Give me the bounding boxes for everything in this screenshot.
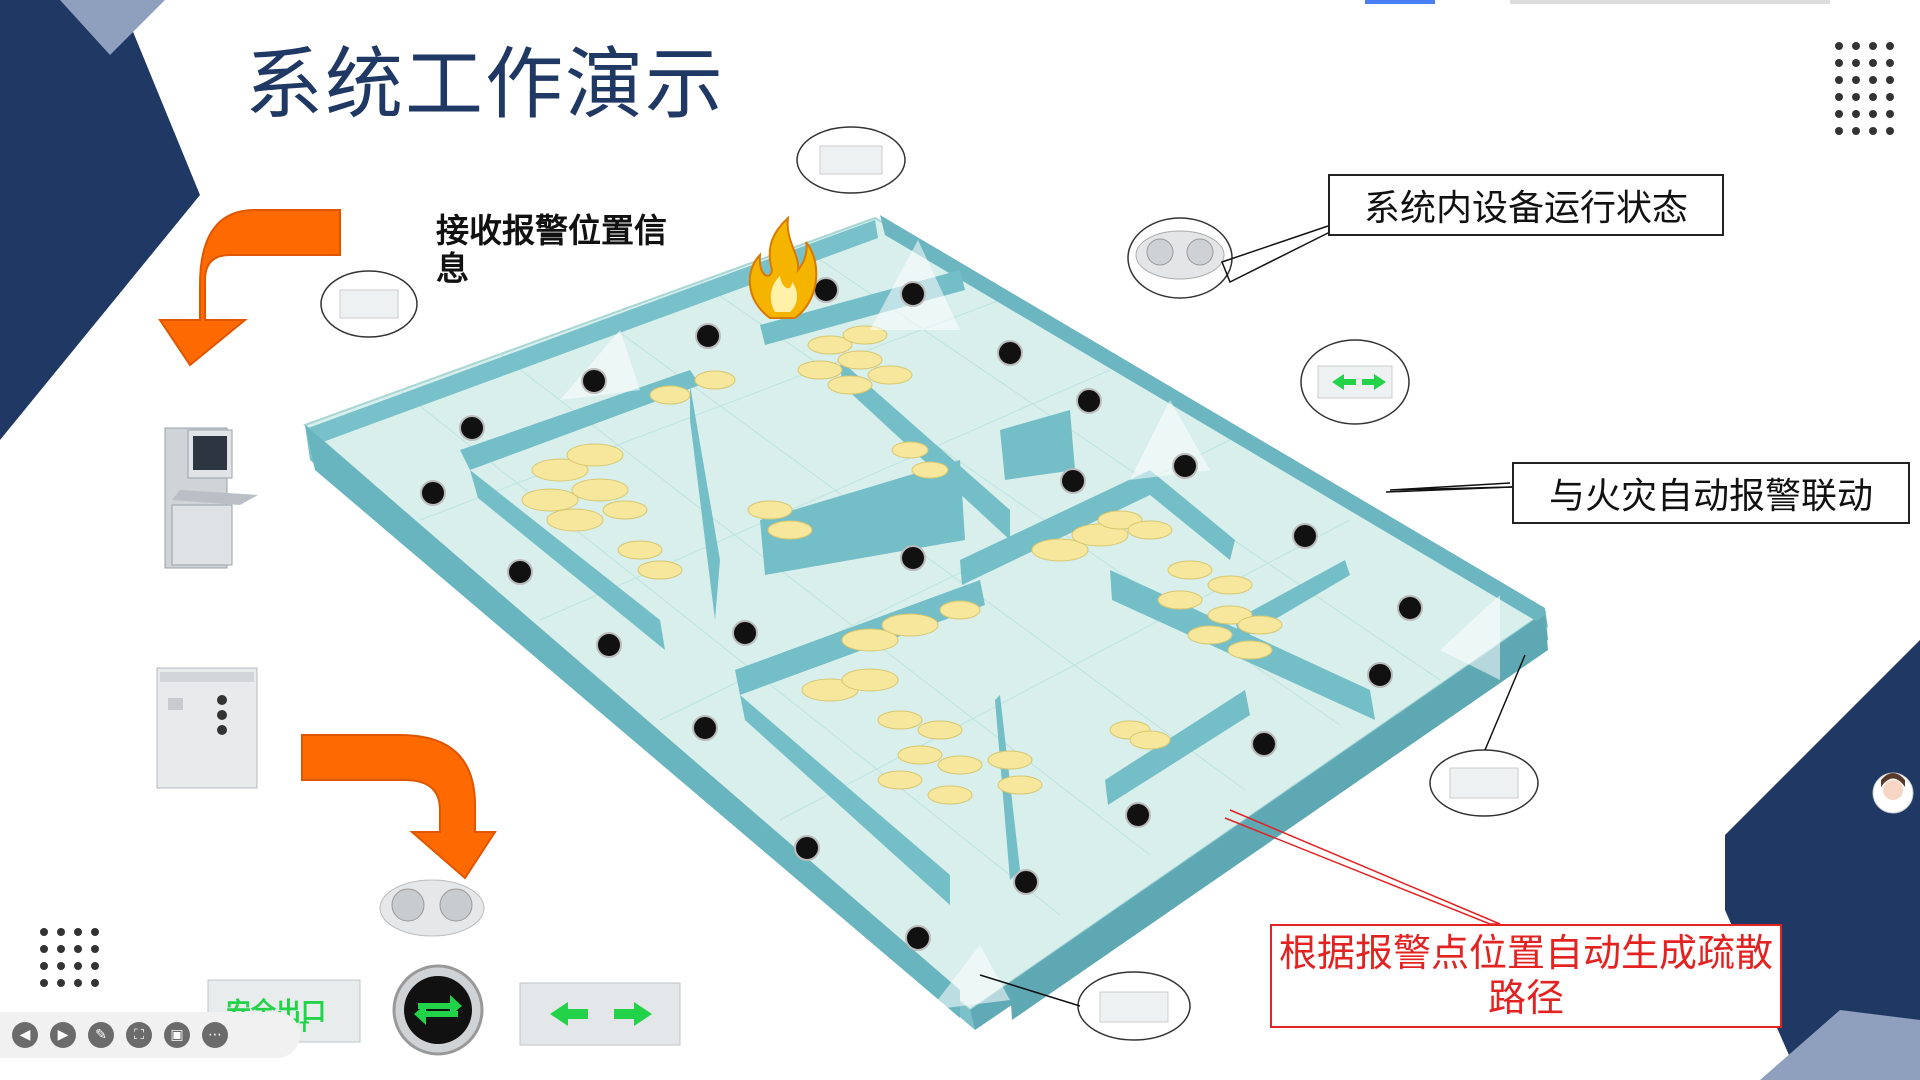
- next-icon[interactable]: ▶: [50, 1022, 76, 1048]
- avatar-icon: [1872, 772, 1914, 814]
- dot-grid-bottom-left: [40, 928, 99, 987]
- route-generation-text: 根据报警点位置自动生成疏散路径: [1278, 931, 1773, 1020]
- emergency-lamp-icon: [379, 879, 485, 937]
- wall-back-left: [308, 220, 878, 446]
- receive-alarm-label: 接收报警位置信息: [436, 211, 667, 288]
- fire-alarm-link-callout: 与火灾自动报警联动: [1512, 462, 1910, 524]
- controller-cabinet-icon: [164, 427, 258, 569]
- device-status-callout: 系统内设备运行状态: [1328, 174, 1724, 236]
- exit-sign-callouts: [320, 126, 1539, 1041]
- top-gray-tab: [1510, 0, 1830, 4]
- power-supply-box-icon: [156, 667, 258, 789]
- screenshot-icon[interactable]: ⛶: [126, 1022, 152, 1048]
- top-blue-tab: [1365, 0, 1435, 4]
- round-exit-indicator-icon: [392, 964, 484, 1056]
- dot-grid-top-right: [1835, 42, 1894, 135]
- wall-front-right: [1010, 615, 1548, 1020]
- arrow-down-left-icon: [158, 209, 341, 367]
- wall-back-right: [880, 215, 1548, 628]
- navy-wedge-top-left: [0, 0, 200, 440]
- slide-title: 系统工作演示: [245, 40, 726, 130]
- floor-plan: [303, 215, 1548, 1030]
- fire-alarm-link-text: 与火灾自动报警联动: [1548, 476, 1873, 517]
- furniture: [521, 325, 1283, 805]
- presentation-toolbar: ◀ ▶ ✎ ⛶ ▣ ⋯: [0, 1012, 300, 1058]
- prev-icon[interactable]: ◀: [12, 1022, 38, 1048]
- leader-lines: [979, 225, 1526, 1007]
- route-generation-callout: 根据报警点位置自动生成疏散路径: [1270, 924, 1782, 1028]
- wall-front-left: [305, 425, 960, 1018]
- camera-icon[interactable]: ▣: [164, 1022, 190, 1048]
- bottom-arrow-sign-icon: [519, 982, 681, 1046]
- gray-triangle-top-left: [60, 0, 165, 55]
- gray-triangle-bottom-right: [1760, 1010, 1920, 1080]
- pen-icon[interactable]: ✎: [88, 1022, 114, 1048]
- more-icon[interactable]: ⋯: [202, 1022, 228, 1048]
- fire-icon: [748, 215, 818, 319]
- emergency-lamp-callout-icon: [1127, 217, 1233, 299]
- device-status-text: 系统内设备运行状态: [1363, 188, 1688, 229]
- map-exit-lights: [420, 277, 1423, 951]
- arrow-down-right-icon: [301, 734, 497, 880]
